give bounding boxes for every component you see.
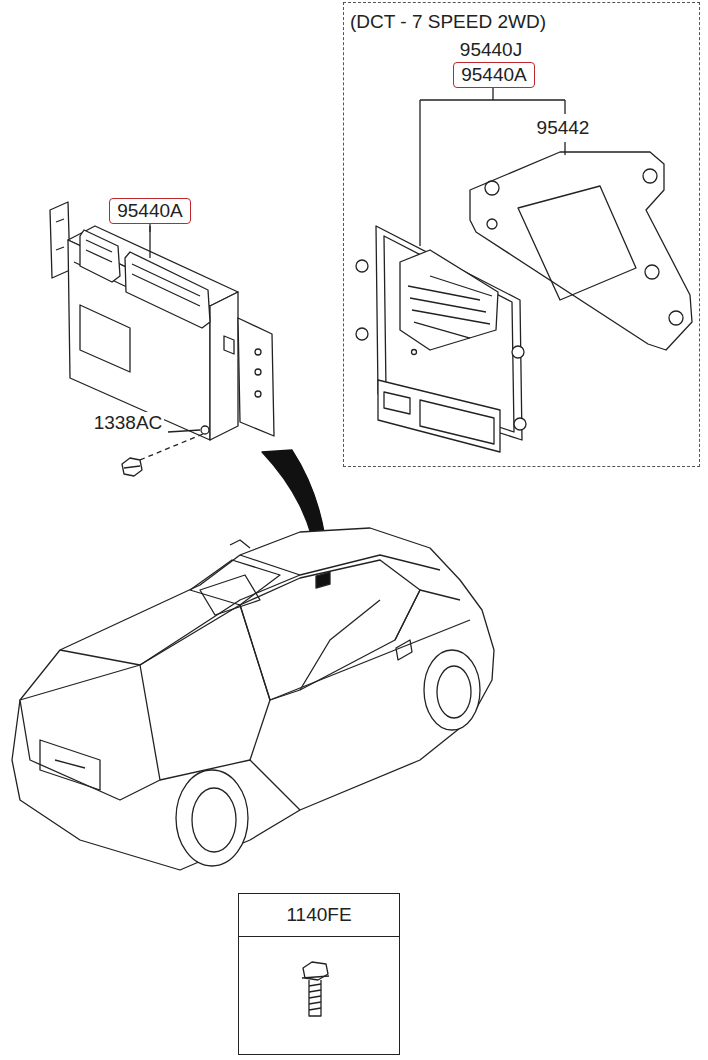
- bolt-symbol: [302, 962, 329, 1016]
- part-number: 1140FE: [239, 894, 399, 937]
- region-heading: (DCT - 7 SPEED 2WD): [350, 11, 546, 33]
- part-number: 95442: [535, 117, 592, 139]
- part-number: 1338AC: [92, 412, 165, 434]
- option-region: (DCT - 7 SPEED 2WD) 95440A: [343, 2, 700, 467]
- callout-number: 95440A: [461, 64, 527, 86]
- ecu-right: [356, 87, 692, 452]
- highlight-tag: 95440A: [109, 198, 191, 224]
- ecu-left: [50, 202, 274, 476]
- car-illustration: [12, 528, 494, 870]
- part-table: 1140FE: [238, 893, 400, 1055]
- highlight-tag: 95440A: [453, 62, 535, 88]
- callout-number: 95440A: [117, 200, 183, 222]
- part-number: 95440J: [458, 39, 524, 61]
